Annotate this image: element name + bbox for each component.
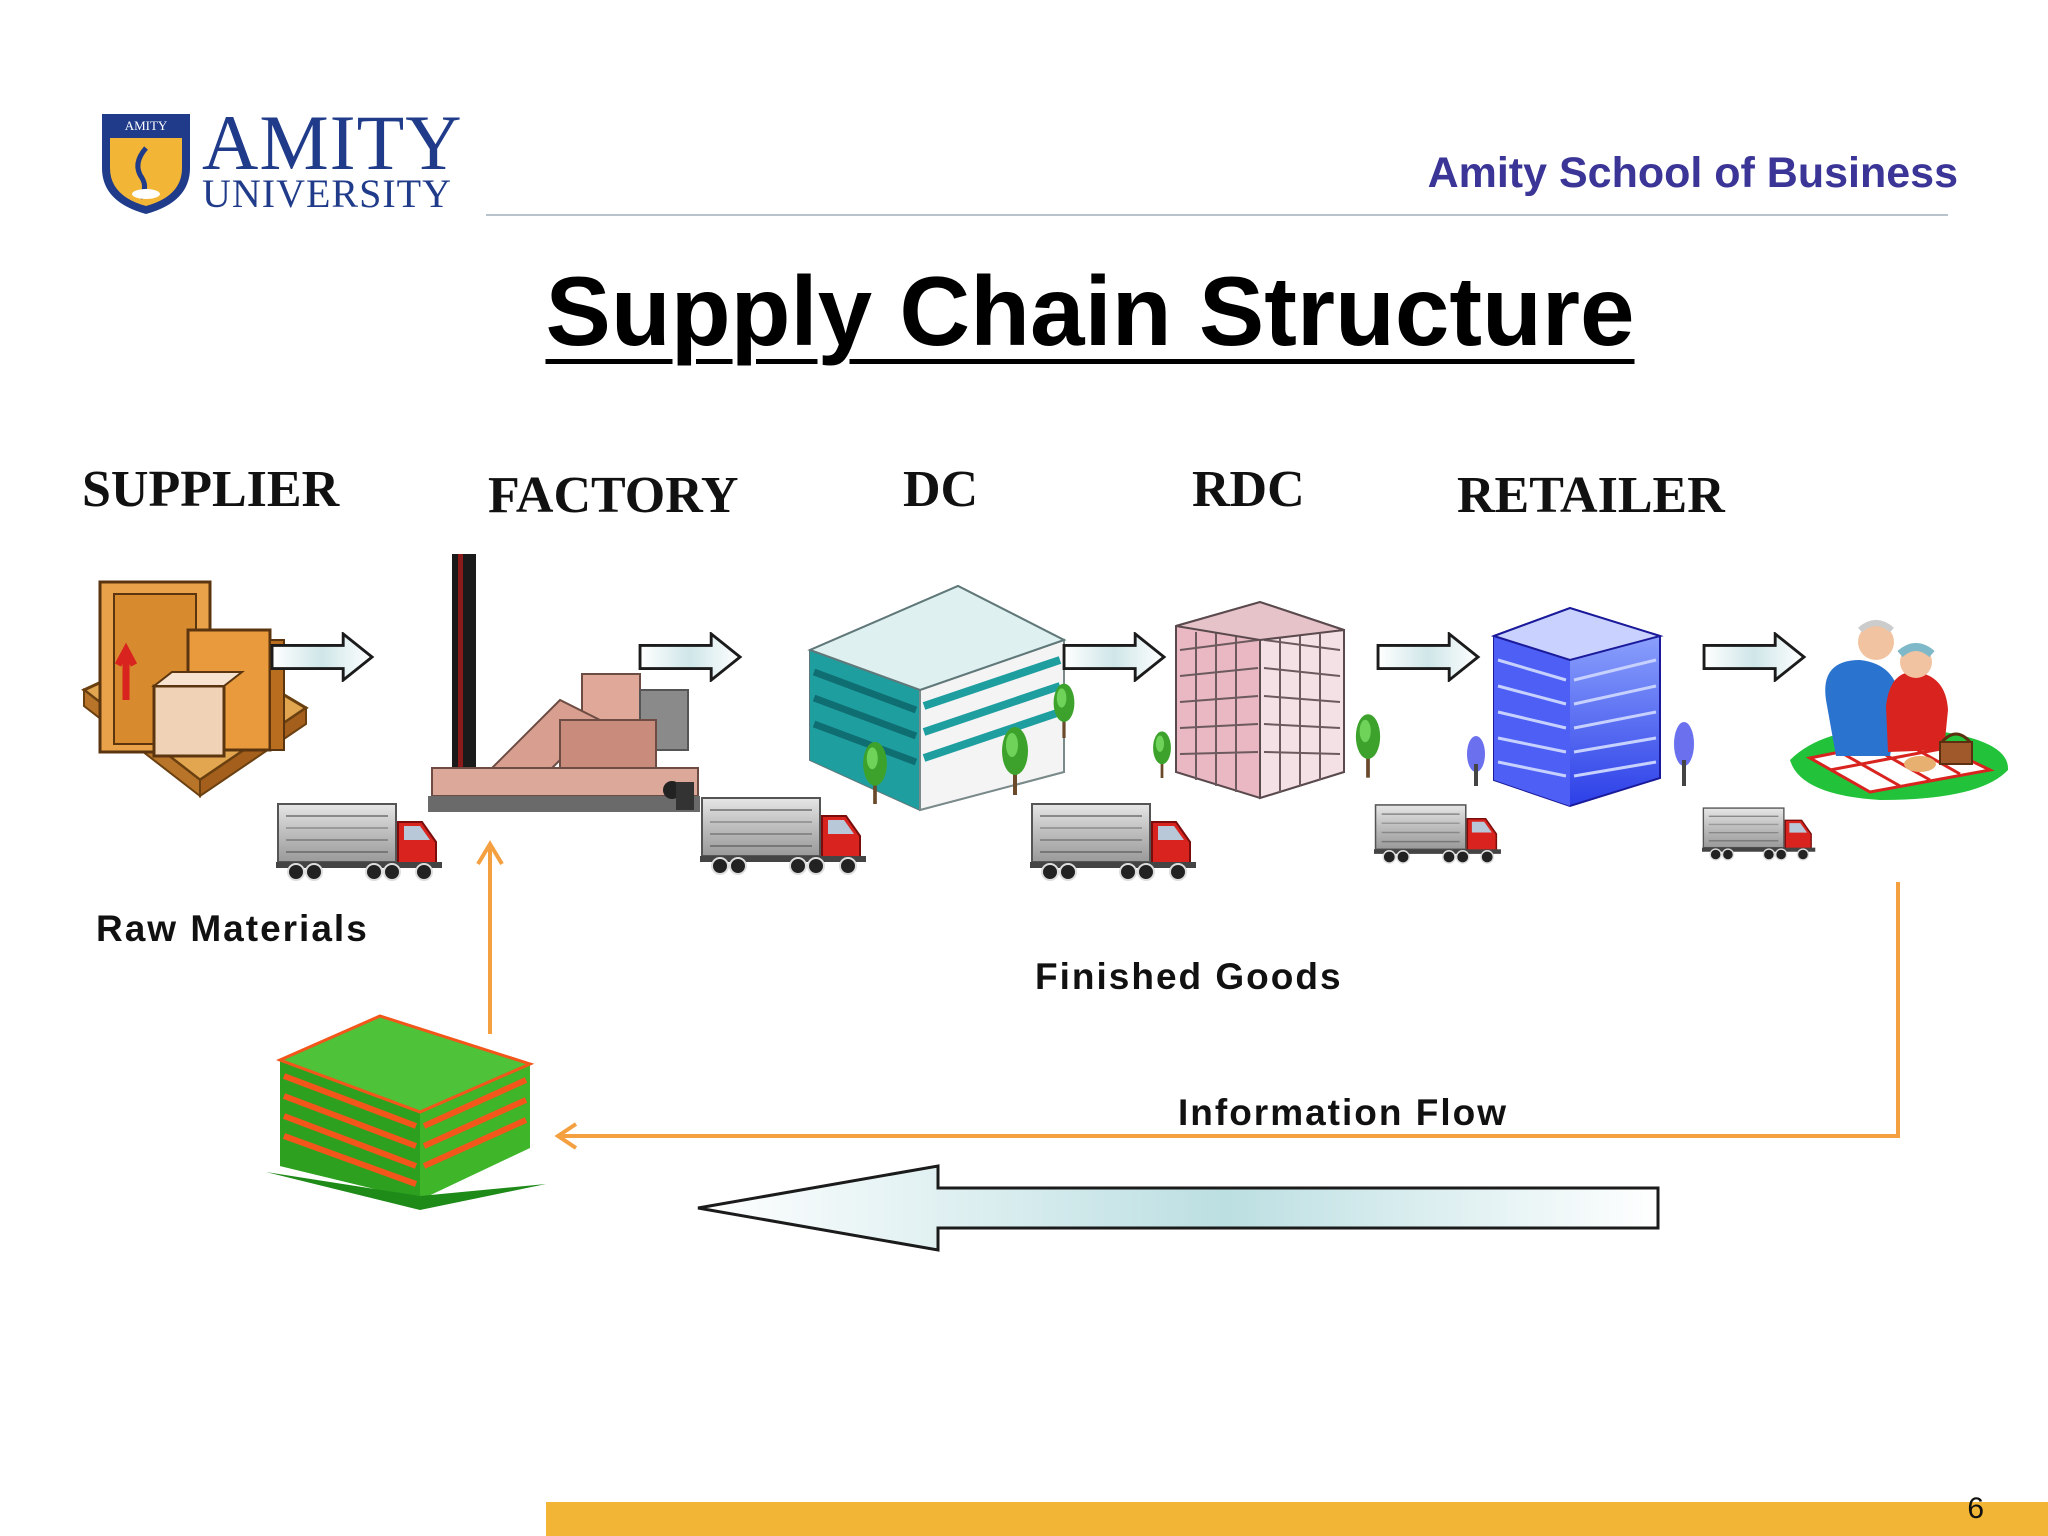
amity-crest-icon: AMITY xyxy=(102,114,190,214)
page-number: 6 xyxy=(1967,1492,1984,1525)
logo-text-amity: AMITY xyxy=(202,99,463,186)
information-flow-line xyxy=(476,840,1900,1150)
truck-icon xyxy=(1374,803,1502,865)
footer-bar xyxy=(546,1502,2048,1536)
stage-label-factory: FACTORY xyxy=(488,467,739,524)
information-flow-big-arrow-icon xyxy=(697,1164,1660,1252)
retailer-building-icon xyxy=(1490,606,1664,808)
flow-arrow-icon xyxy=(1062,632,1166,682)
stage-label-dc: DC xyxy=(903,461,979,518)
stage-label-supplier: SUPPLIER xyxy=(82,461,340,518)
slide-title: Supply Chain Structure xyxy=(545,256,1635,366)
logo-text-university: UNIVERSITY xyxy=(202,171,452,216)
tree-icon xyxy=(1355,714,1381,778)
tree-icon xyxy=(1467,722,1694,786)
dc-building-icon xyxy=(807,584,1067,812)
label-information-flow: Information Flow xyxy=(1178,1092,1509,1133)
factory-icon xyxy=(428,554,700,812)
school-name: Amity School of Business xyxy=(1427,149,1958,197)
supplier-crates-icon xyxy=(81,580,309,799)
truck-icon xyxy=(276,803,443,881)
stage-label-rdc: RDC xyxy=(1192,461,1305,518)
information-office-building-icon xyxy=(266,1014,546,1210)
amity-logo: AMITY xyxy=(96,108,196,218)
stage-label-retailer: RETAILER xyxy=(1457,467,1725,524)
flow-arrow-icon xyxy=(1702,632,1806,682)
flow-arrow-icon xyxy=(638,632,742,682)
truck-icon xyxy=(1030,803,1197,881)
flow-arrow-icon xyxy=(1376,632,1480,682)
label-finished-goods: Finished Goods xyxy=(1035,956,1343,997)
truck-icon xyxy=(700,797,867,875)
label-raw-materials: Raw Materials xyxy=(96,908,369,949)
header-divider xyxy=(486,214,1948,216)
truck-icon xyxy=(1702,807,1817,861)
crest-text: AMITY xyxy=(125,118,168,133)
tree-icon xyxy=(1153,731,1171,778)
customer-picnic-icon xyxy=(1790,620,2009,800)
flow-arrow-icon xyxy=(270,632,374,682)
tree-icon xyxy=(863,741,887,804)
rdc-building-icon xyxy=(1175,600,1345,800)
